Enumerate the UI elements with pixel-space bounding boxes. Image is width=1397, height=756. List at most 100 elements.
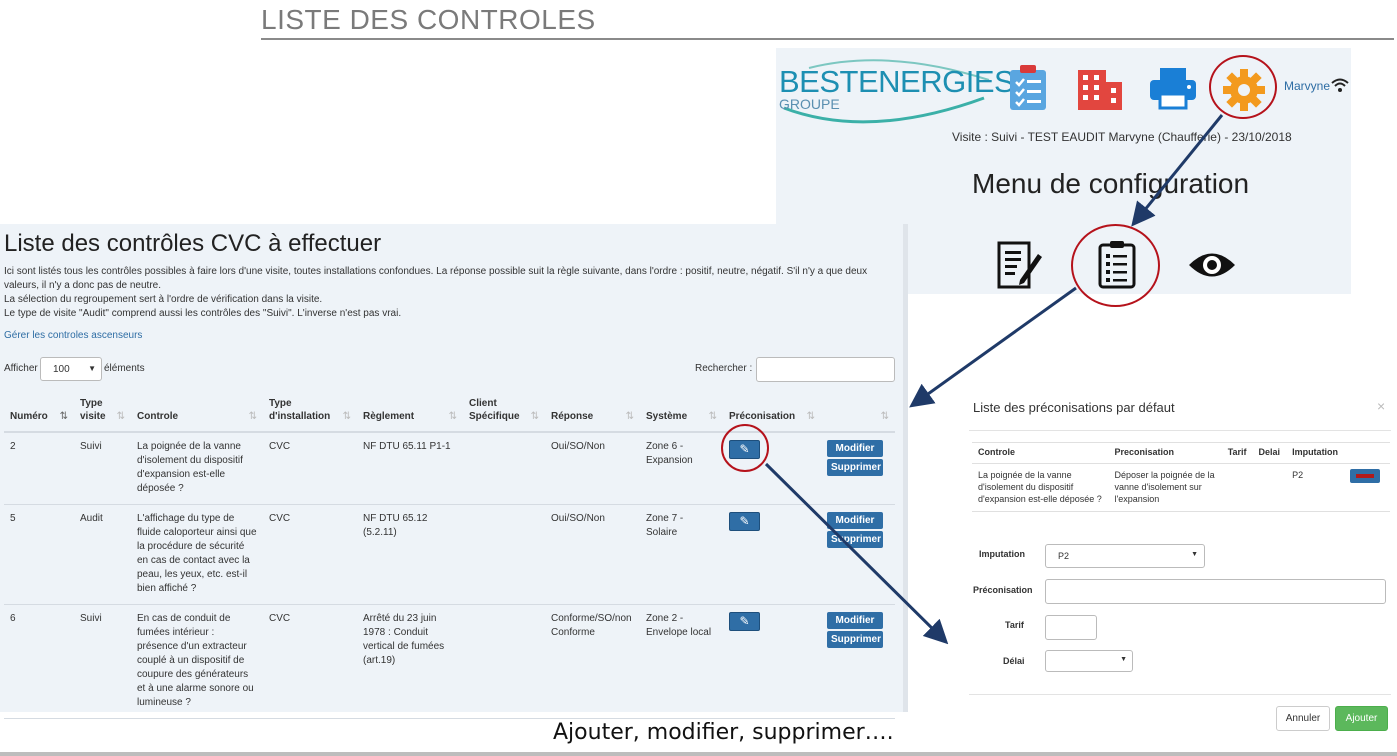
slide-title: LISTE DES CONTROLES [261,4,596,35]
table-header-row: Controle Preconisation Tarif Delai Imput… [972,442,1390,464]
cell-systeme: Zone 7 - Solaire [640,504,723,605]
cell-type-visite: Suivi [74,432,131,505]
search-input[interactable] [756,357,895,382]
cell-reglement: Arrêté du 23 juin 1978 : Conduit vertica… [357,604,463,719]
delete-button[interactable]: Supprimer [827,459,883,476]
column-header-numero[interactable]: Numéro⇅ [4,393,74,433]
cell-type-visite: Audit [74,504,131,605]
column-header-systeme[interactable]: Système ⇅ [640,393,723,433]
column-header-actions[interactable]: ⇅ [821,393,895,433]
delete-button[interactable]: Supprimer [827,531,883,548]
username-link[interactable]: Marvyne [1284,79,1331,93]
modify-button[interactable]: Modifier [827,440,883,457]
cell-preconisation: Déposer la poignée de la vanne d'isoleme… [1108,463,1222,512]
delai-select[interactable]: ▼ [1045,650,1133,672]
remove-preconisation-button[interactable] [1350,469,1381,483]
column-header-reglement[interactable]: Règlement⇅ [357,393,463,433]
column-label: Controle [137,411,179,422]
checklist-highlight-ring [1071,224,1160,307]
imputation-label: Imputation [979,549,1025,559]
company-logo: BESTENERGIES GROUPE [779,50,1015,125]
title-divider [261,38,1394,40]
column-label: Type d'installation [269,398,331,422]
modal-title: Liste des préconisations par défaut [973,400,1175,415]
building-icon[interactable] [1076,66,1124,115]
modal-footer-divider [969,694,1391,695]
cell-client [463,504,545,605]
cell-imputation: P2 [1286,463,1345,512]
imputation-select[interactable]: P2 ▼ [1045,544,1205,568]
search-label: Rechercher : [695,363,753,374]
column-header-reponse[interactable]: Réponse ⇅ [545,393,640,433]
controls-table: Numéro⇅ Type visite⇅ Controle ⇅ Type d'in… [4,393,895,719]
cancel-button[interactable]: Annuler [1276,706,1330,731]
sort-icon: ⇅ [530,411,539,422]
cell-systeme: Zone 6 - Expansion [640,432,723,505]
column-header-type-visite[interactable]: Type visite⇅ [74,393,131,433]
sort-icon: ⇅ [248,411,257,422]
cell-systeme: Zone 2 - Envelope local [640,604,723,719]
cell-delai [1252,463,1287,512]
edit-highlight-ring [721,424,769,472]
sort-icon: ⇅ [116,411,125,422]
page-length-value: 100 [53,364,70,375]
cell-reglement: NF DTU 65.12 (5.2.11) [357,504,463,605]
column-header-controle: Controle [972,442,1109,464]
eye-icon[interactable] [1187,250,1237,285]
column-header-imputation: Imputation [1286,442,1345,464]
column-label: Client Spécifique [469,398,520,422]
cell-actions: Modifier Supprimer [821,432,895,505]
column-header-tarif: Tarif [1221,442,1253,464]
config-menu-title: Menu de configuration [972,168,1250,199]
modify-button[interactable]: Modifier [827,512,883,529]
add-button[interactable]: Ajouter [1335,706,1388,731]
logo-subtext: GROUPE [779,96,840,112]
manage-elevator-controls-link[interactable]: Gérer les controles ascenseurs [4,330,143,341]
cell-reponse: Conforme/SO/non Conforme [545,604,640,719]
cell-client [463,432,545,505]
column-header-controle[interactable]: Controle ⇅ [131,393,263,433]
intro-line-3: Le type de visite "Audit" comprend aussi… [4,308,402,319]
cell-reglement: NF DTU 65.11 P1-1 [357,432,463,505]
cell-controle: En cas de conduit de fumées intérieur : … [131,604,263,719]
table-row: 6 Suivi En cas de conduit de fumées inté… [4,604,895,719]
preconisation-label: Préconisation [973,585,1033,595]
column-label: Système [646,411,688,422]
column-label: Réponse [551,411,594,422]
column-header-client[interactable]: Client Spécifique ⇅ [463,393,545,433]
gear-highlight-ring [1209,55,1277,119]
edit-preconisation-button[interactable]: ✎ [729,612,760,631]
sort-icon: ⇅ [708,411,717,422]
tarif-input[interactable] [1045,615,1097,640]
wifi-icon [1331,78,1349,97]
sort-icon: ⇅ [625,411,634,422]
column-header-delai: Delai [1252,442,1287,464]
modify-button[interactable]: Modifier [827,612,883,629]
clipboard-checklist-icon[interactable] [1008,64,1048,117]
column-header-preconisation: Preconisation [1108,442,1222,464]
edit-document-icon[interactable] [996,240,1044,297]
list-title: Liste des contrôles CVC à effectuer [4,230,382,257]
cell-reponse: Oui/SO/Non [545,504,640,605]
panel-divider [903,224,908,712]
cell-tarif [1221,463,1253,512]
delete-button[interactable]: Supprimer [827,631,883,648]
cell-numero: 6 [4,604,74,719]
preconisation-input[interactable] [1045,579,1386,604]
close-icon[interactable]: × [1377,398,1386,414]
cell-installation: CVC [263,604,357,719]
cell-numero: 5 [4,504,74,605]
bottom-divider [0,752,1397,756]
sort-asc-icon: ⇅ [59,411,68,422]
page-length-select[interactable]: 100 ▼ [40,357,102,381]
edit-preconisation-button[interactable]: ✎ [729,512,760,531]
cell-preconisation: ✎ [723,604,821,719]
table-header-row: Numéro⇅ Type visite⇅ Controle ⇅ Type d'in… [4,393,895,433]
intro-line-2: La sélection du regroupement sert à l'or… [4,294,323,305]
elements-label: éléments [104,363,145,374]
chevron-down-icon: ▼ [1120,656,1127,663]
column-header-actions [1344,442,1390,464]
column-header-installation[interactable]: Type d'installation⇅ [263,393,357,433]
cell-installation: CVC [263,504,357,605]
printer-icon[interactable] [1148,66,1198,115]
